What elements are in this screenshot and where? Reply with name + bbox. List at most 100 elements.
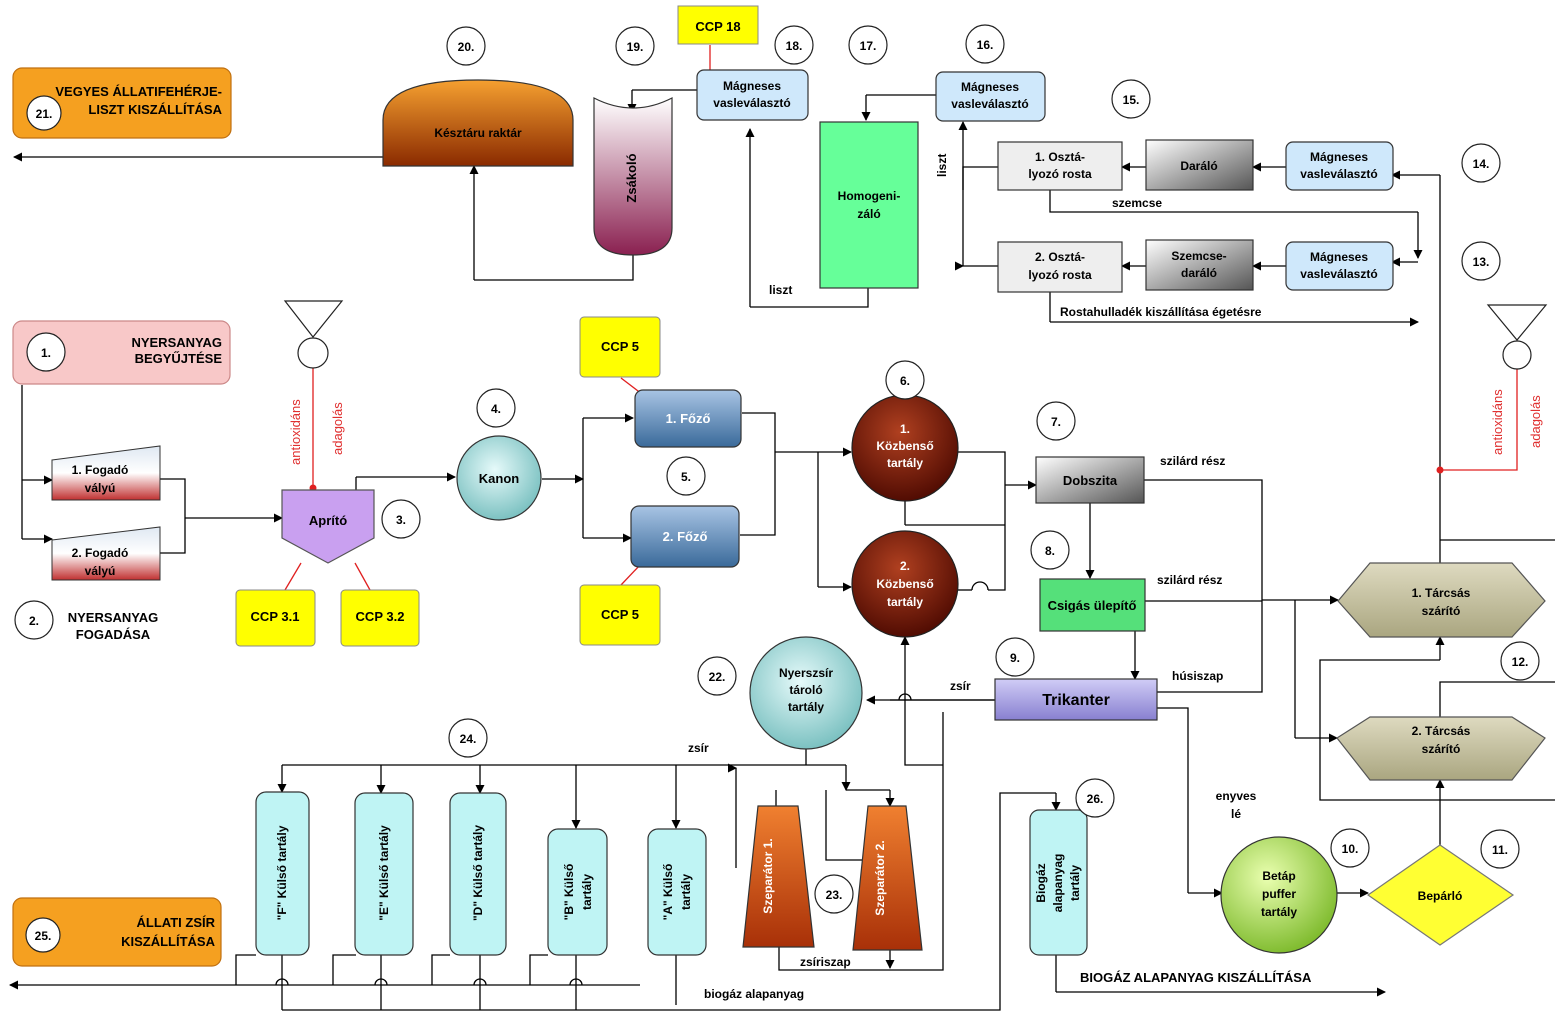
magnetic-separator-16: Mágneses vasleválasztó — [935, 71, 1046, 122]
antioxidant-dosing-lines — [284, 45, 1518, 591]
trough-1-label-1: 1. Fogadó — [72, 463, 129, 477]
raw-receiving-header: NYERSANYAG FOGADÁSA — [68, 610, 159, 642]
crusher-label: Aprító — [309, 513, 347, 528]
magsep-16-label-2: vasleválasztó — [951, 97, 1028, 111]
disc-dryer-2: 2. Tárcsás szárító — [1336, 716, 1546, 781]
raw-collection-line2: BEGYŰJTÉSE — [135, 351, 223, 366]
separator-1-node: Szeparátor 1. — [742, 805, 815, 948]
intermediate-tank-2: 2. Közbenső tartály — [851, 530, 959, 638]
buffer-label-2: puffer — [1262, 887, 1296, 901]
step-18-label: 18. — [786, 39, 803, 53]
receiving-trough-1: 1. Fogadó vályú — [51, 445, 161, 501]
intermediate-1-label-2: Közbenső — [876, 439, 933, 453]
fat-label-2: zsír — [688, 741, 709, 755]
step-4-label: 4. — [491, 402, 501, 416]
step-13-label: 13. — [1473, 255, 1490, 269]
tank-a-label-2: tartály — [679, 874, 693, 910]
step-12-label: 12. — [1512, 655, 1529, 669]
dryer-2-label-2: szárító — [1422, 742, 1461, 756]
meat-sludge-label: húsiszap — [1172, 669, 1223, 683]
step-16-label: 16. — [977, 38, 994, 52]
kanon-node: Kanon — [456, 435, 542, 521]
ccp-3-1-box: CCP 3.1 — [235, 589, 316, 647]
magsep-18-label-2: vasleválasztó — [713, 96, 790, 110]
tank-d-label: "D" Külső tartály — [471, 825, 485, 921]
step-11-label: 11. — [1492, 843, 1508, 857]
step-5-label: 5. — [681, 470, 691, 484]
step-10: 10. — [1330, 828, 1370, 868]
step-25: 25. — [25, 917, 61, 953]
dosing-label-1: adagolás — [330, 402, 345, 455]
tank-b-label-1: "B" Külső — [562, 864, 576, 921]
sieve-1-label-2: lyozó rosta — [1028, 167, 1092, 181]
antioxidant-label-1: antioxidáns — [288, 399, 303, 465]
biogas-feedstock-tank: Biogáz alapanyag tartály — [1029, 809, 1088, 956]
trough-1-label-2: vályú — [85, 481, 116, 495]
magsep-14b-label-2: vasleválasztó — [1300, 267, 1377, 281]
dosing-point-2 — [1436, 466, 1444, 474]
trough-2-label-2: vályú — [85, 564, 116, 578]
sieve-waste-label: Rostahulladék kiszállítása égetésre — [1060, 305, 1262, 319]
step-22: 22. — [697, 656, 737, 696]
step-2-label: 2. — [29, 614, 39, 628]
ccp-5-top-label: CCP 5 — [601, 339, 639, 354]
step-17-label: 17. — [860, 39, 877, 53]
fat-sludge-label: zsíriszap — [800, 955, 851, 969]
crusher-node: Aprító — [281, 489, 375, 564]
raw-fat-label-3: tartály — [788, 700, 824, 714]
step-18: 18. — [774, 25, 814, 65]
magsep-14a-label-1: Mágneses — [1310, 150, 1368, 164]
ccp-3-2-box: CCP 3.2 — [340, 589, 420, 647]
raw-fat-tank-node: Nyerszsír tároló tartály — [749, 636, 863, 750]
disc-dryer-1: 1. Tárcsás szárító — [1337, 562, 1546, 638]
ccp-18-label: CCP 18 — [695, 19, 740, 34]
step-26-label: 26. — [1087, 792, 1104, 806]
magnetic-separator-14b: Mágneses vasleválasztó — [1285, 241, 1394, 291]
fat-shipping-line1: ÁLLATI ZSÍR — [137, 915, 216, 930]
step-numbers: 1. 2. 3. 4. 5. 6. 7. 8. 9. 10. 11. 12. 1… — [14, 24, 1540, 953]
buffer-label-3: tartály — [1261, 905, 1297, 919]
fat-shipping-line2: KISZÁLLÍTÁSA — [121, 934, 215, 949]
sieve-2-label-2: lyozó rosta — [1028, 268, 1092, 282]
protein-shipping-header: VEGYES ÁLLATIFEHÉRJE- LISZT KISZÁLLÍTÁSA — [12, 67, 232, 139]
step-9: 9. — [995, 637, 1035, 677]
step-1: 1. — [26, 332, 66, 372]
external-tank-a: "A" Külső tartály — [647, 828, 707, 956]
step-12: 12. — [1500, 641, 1540, 681]
step-25-label: 25. — [35, 929, 52, 943]
intermediate-2-label-1: 2. — [900, 559, 910, 573]
step-24: 24. — [448, 718, 488, 758]
external-tank-d: "D" Külső tartály — [449, 792, 507, 956]
external-tank-e: "E" Külső tartály — [354, 792, 414, 956]
step-9-label: 9. — [1010, 651, 1020, 665]
grinder-node: Daráló — [1145, 139, 1254, 191]
magsep-14b-label-1: Mágneses — [1310, 250, 1368, 264]
dryer-1-label-2: szárító — [1422, 604, 1461, 618]
drum-sieve-node: Dobszita — [1035, 456, 1145, 504]
feed-buffer-tank: Betáp puffer tartály — [1220, 836, 1338, 954]
biogas-tank-label-3: tartály — [1068, 865, 1082, 901]
raw-fat-label-2: tároló — [789, 683, 822, 697]
step-7-label: 7. — [1051, 415, 1061, 429]
trough-2-label-1: 2. Fogadó — [72, 546, 129, 560]
dosing-label-2: adagolás — [1528, 395, 1543, 448]
warehouse-label: Késztáru raktár — [434, 126, 522, 140]
bagger-node: Zsákoló — [593, 97, 673, 256]
bagger-label: Zsákoló — [624, 153, 639, 202]
antioxidant-label-2: antioxidáns — [1490, 389, 1505, 455]
ccp-3-1-label: CCP 3.1 — [251, 609, 300, 624]
evaporator-label: Bepárló — [1418, 889, 1463, 903]
tricanter-label: Trikanter — [1042, 692, 1110, 709]
glue-water-label-2: lé — [1231, 807, 1241, 821]
solid-part-label-2: szilárd rész — [1157, 573, 1222, 587]
step-17: 17. — [848, 25, 888, 65]
step-23-label: 23. — [826, 888, 843, 902]
external-tank-f: "F" Külső tartály — [255, 791, 310, 956]
magsep-16-label-1: Mágneses — [961, 80, 1019, 94]
tank-e-label: "E" Külső tartály — [377, 825, 391, 921]
magsep-14a-label-2: vasleválasztó — [1300, 167, 1377, 181]
glue-water-label-1: enyves — [1216, 789, 1257, 803]
fat-label-1: zsír — [950, 679, 971, 693]
separator-2-node: Szeparátor 2. — [852, 805, 923, 951]
